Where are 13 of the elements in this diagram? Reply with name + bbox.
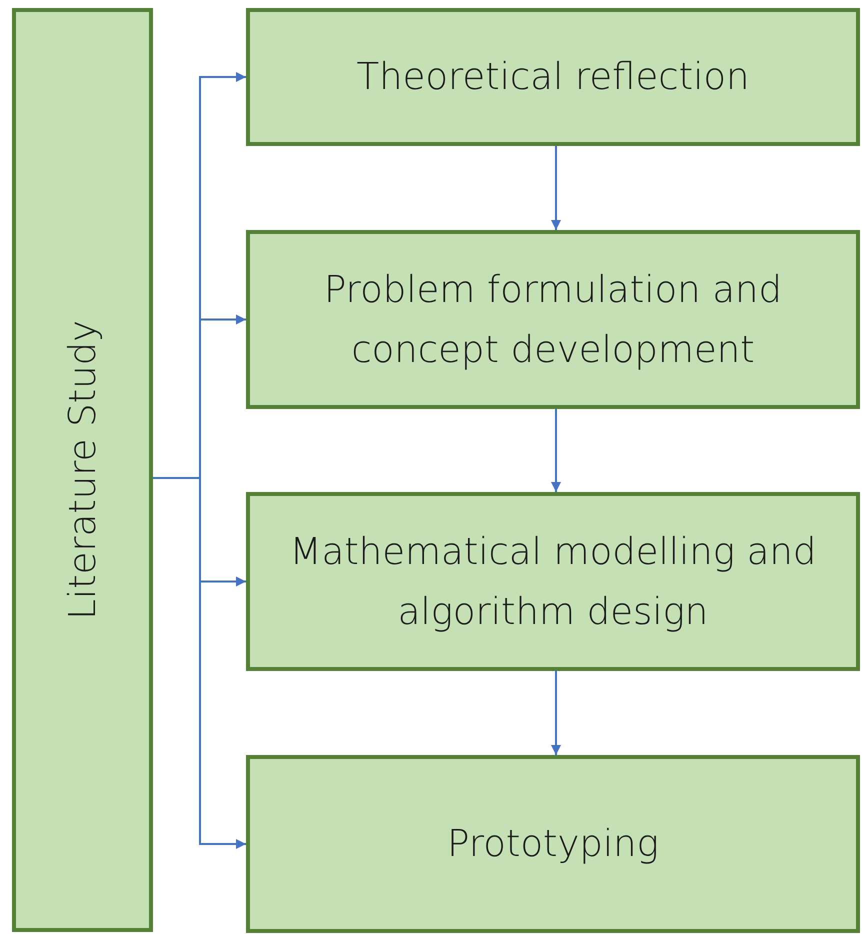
process-box: [246, 8, 860, 146]
arrow: [551, 409, 561, 492]
box-label: Mathematical modelling and algorithm design: [288, 529, 818, 634]
box-label: Literature Study: [60, 320, 105, 620]
box-label: Prototyping: [447, 821, 659, 868]
arrow: [551, 671, 561, 755]
side-process-box: [12, 8, 153, 932]
box-label: Theoretical reflection: [356, 54, 750, 100]
arrow: [551, 146, 561, 230]
process-box: [246, 230, 860, 409]
box-label: Problem formulation and concept development: [323, 267, 783, 372]
process-box: [246, 492, 860, 671]
process-box: [246, 755, 860, 933]
